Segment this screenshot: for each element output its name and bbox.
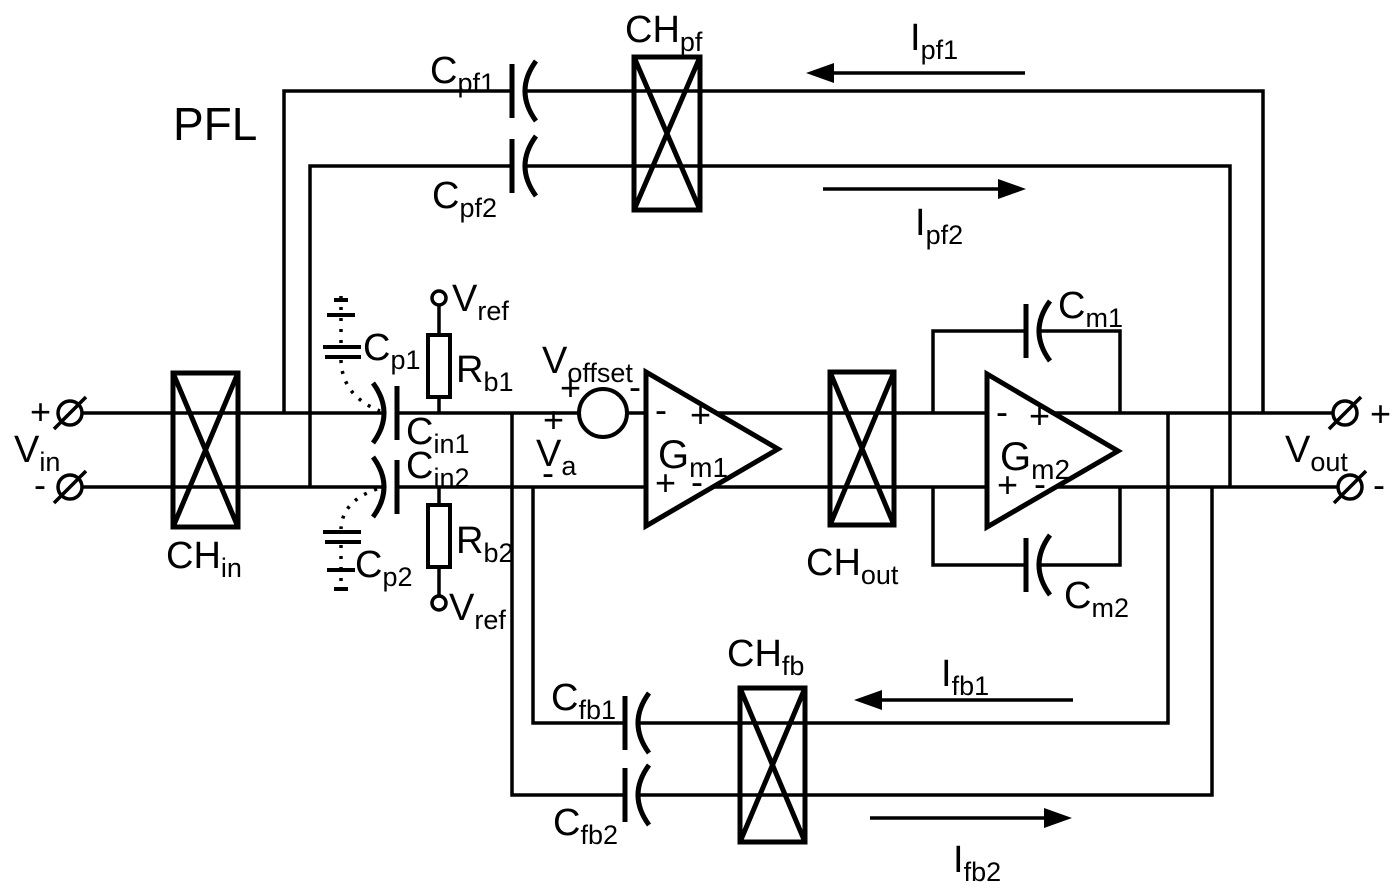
wire-cm2-left bbox=[931, 487, 1026, 567]
label-vin: Vin bbox=[14, 429, 60, 477]
ipf2-arrow bbox=[823, 179, 1026, 199]
label-pfl: PFL bbox=[173, 98, 257, 150]
label-vin-minus: - bbox=[34, 464, 46, 505]
label-cin1: Cin1 bbox=[406, 411, 469, 459]
label-voffset-plus: + bbox=[560, 367, 581, 408]
label-vref-top: Vref bbox=[452, 278, 509, 326]
vout-plus-terminal bbox=[1327, 395, 1363, 431]
amplifier-gm2 bbox=[984, 369, 1123, 532]
label-gm2-out-minus: - bbox=[1034, 463, 1046, 504]
label-vout-minus: - bbox=[1373, 464, 1385, 505]
label-gm1-out-plus: + bbox=[690, 394, 711, 435]
chopper-chfb bbox=[737, 685, 808, 845]
capacitor-cfb1 bbox=[622, 691, 652, 755]
wire-fb-right-1 bbox=[639, 413, 1170, 725]
label-gm1-out-minus: - bbox=[691, 461, 703, 502]
wire-pfl-right-1 bbox=[526, 89, 1265, 413]
capacitor-cfb2 bbox=[622, 763, 652, 827]
amplifier-gm1 bbox=[643, 367, 783, 531]
capacitor-cpf1 bbox=[509, 59, 539, 123]
label-cm2: Cm2 bbox=[1064, 575, 1129, 623]
label-voffset: Voffset bbox=[542, 340, 633, 388]
chopper-cross-icon bbox=[631, 56, 703, 211]
label-va: Va bbox=[536, 433, 577, 481]
label-gm2: Gm2 bbox=[1000, 435, 1070, 485]
parasitic-cap-cp2 bbox=[323, 487, 378, 591]
capacitor-cm2 bbox=[1023, 533, 1053, 597]
label-gm1-in-plus: + bbox=[655, 462, 676, 503]
chopper-chout bbox=[827, 369, 897, 528]
chopper-chpf bbox=[631, 54, 703, 213]
label-chin: CHin bbox=[166, 535, 242, 583]
label-vin-plus: + bbox=[30, 391, 51, 432]
wire-pfl-right-2 bbox=[526, 164, 1232, 487]
vin-minus-terminal bbox=[52, 469, 88, 505]
label-cp2: Cp2 bbox=[355, 544, 413, 592]
label-cm1: Cm1 bbox=[1058, 285, 1123, 333]
label-cpf1: Cpf1 bbox=[430, 50, 495, 98]
wire-cm2-right bbox=[1040, 487, 1122, 567]
wire-pfl-left-2 bbox=[308, 164, 512, 487]
label-gm2-out-plus: + bbox=[1029, 395, 1050, 436]
label-cpf2: Cpf2 bbox=[432, 175, 497, 223]
label-gm2-in-minus: - bbox=[996, 391, 1008, 432]
wires bbox=[82, 89, 1338, 797]
chopper-cross-icon bbox=[827, 371, 897, 526]
vref-terminal-bottom bbox=[430, 594, 448, 612]
label-cfb2: Cfb2 bbox=[553, 802, 618, 850]
label-chpf: CHpf bbox=[625, 9, 703, 57]
wire-pfl-left-1 bbox=[282, 89, 512, 413]
parasitic-cap-cp1 bbox=[323, 296, 381, 413]
ipf1-arrow bbox=[806, 63, 1025, 83]
label-rb2: Rb2 bbox=[456, 520, 514, 568]
chopper-cross-icon bbox=[170, 372, 241, 528]
wire-fb-left-1 bbox=[531, 487, 625, 725]
label-cp1: Cp1 bbox=[363, 327, 421, 375]
label-ifb1: Ifb1 bbox=[941, 653, 989, 701]
voffset-source bbox=[577, 387, 629, 439]
label-vout-plus: + bbox=[1370, 393, 1391, 434]
capacitors bbox=[370, 59, 1053, 827]
label-ipf2: Ipf2 bbox=[915, 202, 963, 250]
vin-plus-terminal bbox=[52, 395, 88, 431]
label-gm1: Gm1 bbox=[658, 433, 728, 483]
capacitor-cm1 bbox=[1023, 299, 1053, 363]
ifb2-arrow bbox=[870, 808, 1072, 828]
label-ifb2: Ifb2 bbox=[953, 839, 1001, 887]
label-va-plus: + bbox=[543, 399, 564, 440]
chopper-chin bbox=[170, 370, 241, 530]
wire-fb-left-2 bbox=[510, 413, 625, 797]
label-chfb: CHfb bbox=[727, 633, 804, 681]
chopper-cross-icon bbox=[737, 687, 808, 843]
label-ipf1: Ipf1 bbox=[910, 17, 958, 65]
label-cfb1: Cfb1 bbox=[551, 677, 616, 725]
label-rb1: Rb1 bbox=[456, 349, 514, 397]
label-gm2-in-plus: + bbox=[997, 464, 1018, 505]
capacitor-cin1 bbox=[370, 381, 400, 445]
label-vout: Vout bbox=[1285, 429, 1348, 477]
capacitor-cin2 bbox=[370, 455, 400, 519]
resistor-rb2 bbox=[426, 503, 452, 612]
wire-cm1-left bbox=[931, 329, 1026, 413]
label-chout: CHout bbox=[806, 542, 899, 590]
vout-minus-terminal bbox=[1332, 469, 1368, 505]
label-va-minus: - bbox=[542, 452, 554, 493]
capacitor-cpf2 bbox=[509, 134, 539, 198]
ifb1-arrow bbox=[854, 690, 1073, 710]
label-voffset-minus: - bbox=[629, 366, 641, 407]
label-cin2: Cin2 bbox=[406, 445, 469, 493]
vref-terminal-top bbox=[430, 289, 448, 307]
label-gm1-in-minus: - bbox=[655, 389, 667, 430]
label-vref-bottom: Vref bbox=[449, 587, 506, 635]
wire-cm1-right bbox=[1040, 329, 1122, 413]
wire-fb-right-2 bbox=[639, 487, 1214, 797]
resistor-rb1 bbox=[426, 289, 452, 399]
